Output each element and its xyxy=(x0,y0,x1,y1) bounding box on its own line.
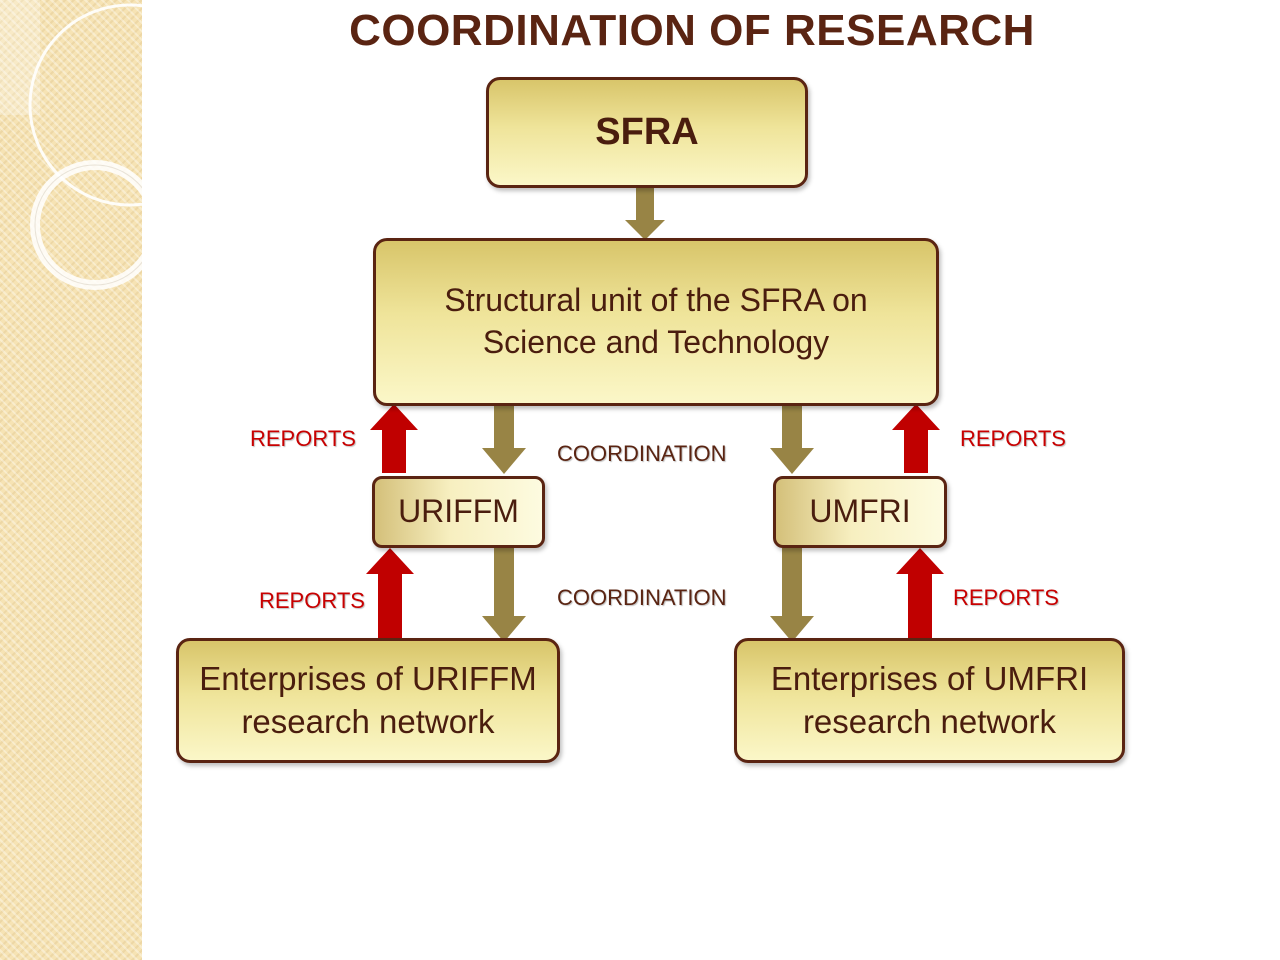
decorative-side-strip xyxy=(0,0,142,960)
coordination-arrow-to-uriffm xyxy=(482,404,526,474)
report-arrow-umfri-up xyxy=(892,404,940,473)
sfra-label: SFRA xyxy=(595,110,699,153)
uriffm-label: URIFFM xyxy=(398,493,519,530)
report-arrow-enterprises-uriffm-up xyxy=(366,548,414,640)
sfra-box: SFRA xyxy=(486,77,808,188)
decorative-circles xyxy=(0,0,142,290)
coordination-arrow-to-enterprises-uriffm xyxy=(482,548,526,642)
coordination-label-bottom: COORDINATION xyxy=(557,585,727,610)
uriffm-box: URIFFM xyxy=(372,476,545,548)
report-arrow-enterprises-umfri-up xyxy=(896,548,944,640)
structural-unit-box: Structural unit of the SFRA on Science a… xyxy=(373,238,939,406)
page-title: COORDINATION OF RESEARCH xyxy=(349,6,1035,55)
coordination-label-top: COORDINATION xyxy=(557,441,727,466)
umfri-label: UMFRI xyxy=(809,493,911,530)
reports-label-top-right: REPORTS xyxy=(960,426,1066,451)
enterprises-uriffm-box: Enterprises of URIFFM research network xyxy=(176,638,560,763)
report-arrow-uriffm-up xyxy=(370,404,418,473)
reports-label-top-left: REPORTS xyxy=(250,426,356,451)
coordination-arrow-to-enterprises-umfri xyxy=(770,548,814,642)
coordination-arrow-sfra-down xyxy=(625,186,665,240)
enterprises-uriffm-label: Enterprises of URIFFM research network xyxy=(199,659,537,740)
enterprises-umfri-label: Enterprises of UMFRI research network xyxy=(770,659,1089,740)
coordination-arrow-to-umfri xyxy=(770,404,814,474)
reports-label-bottom-left: REPORTS xyxy=(259,588,365,613)
enterprises-umfri-box: Enterprises of UMFRI research network xyxy=(734,638,1125,763)
umfri-box: UMFRI xyxy=(773,476,947,548)
structural-unit-label: Structural unit of the SFRA on Science a… xyxy=(444,282,868,360)
reports-label-bottom-right: REPORTS xyxy=(953,585,1059,610)
